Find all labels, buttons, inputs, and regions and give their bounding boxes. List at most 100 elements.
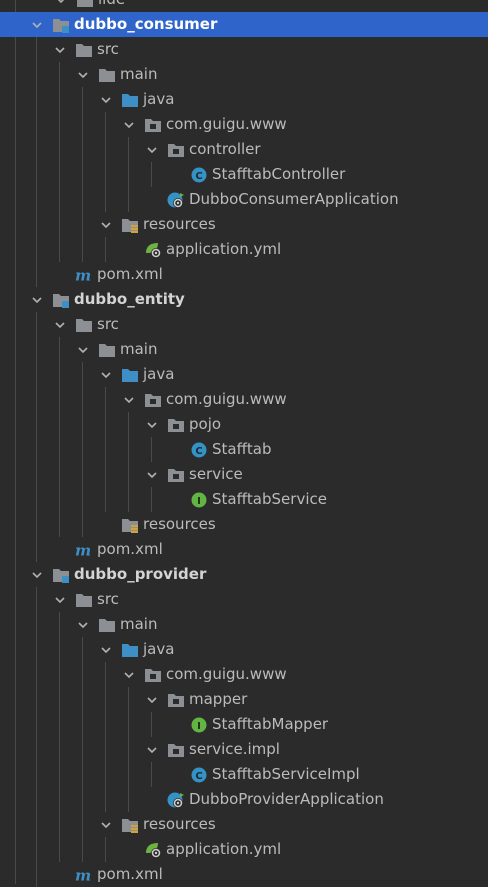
tree-row-resources[interactable]: resources: [0, 512, 488, 537]
chevron-down-icon[interactable]: [99, 212, 113, 237]
tree-row-com-guigu-www[interactable]: com.guigu.www: [0, 662, 488, 687]
svg-text:m: m: [75, 866, 91, 884]
tree-row-pojo[interactable]: pojo: [0, 412, 488, 437]
tree-row-label: com.guigu.www: [166, 665, 287, 683]
tree-guide-line: [15, 0, 16, 884]
chevron-down-icon[interactable]: [53, 587, 67, 612]
chevron-down-icon[interactable]: [145, 737, 159, 762]
tree-row-label: resources: [143, 515, 216, 533]
tree-row-label: java: [143, 90, 175, 108]
tree-row-partial: ilde: [0, 0, 488, 12]
chevron-down-icon: [54, 0, 68, 12]
package-icon: [144, 391, 162, 409]
tree-spacer: [122, 237, 136, 262]
tree-row-application-yml[interactable]: application.yml: [0, 237, 488, 262]
chevron-down-icon[interactable]: [122, 112, 136, 137]
tree-row-label: dubbo_consumer: [74, 15, 218, 33]
tree-spacer: [145, 787, 159, 812]
tree-spacer: [168, 712, 182, 737]
source-folder-icon: [121, 366, 139, 384]
tree-row-dubbo-entity[interactable]: dubbo_entity: [0, 287, 488, 312]
chevron-down-icon[interactable]: [99, 812, 113, 837]
chevron-down-icon[interactable]: [145, 137, 159, 162]
svg-text:m: m: [75, 541, 91, 559]
svg-text:I: I: [197, 496, 201, 507]
chevron-down-icon[interactable]: [53, 312, 67, 337]
folder-icon: [75, 591, 93, 609]
tree-spacer: [145, 187, 159, 212]
chevron-down-icon[interactable]: [145, 687, 159, 712]
tree-row-java[interactable]: java: [0, 362, 488, 387]
tree-row-dubboproviderapplication[interactable]: DubboProviderApplication: [0, 787, 488, 812]
tree-row-main[interactable]: main: [0, 62, 488, 87]
tree-guide-line: [105, 237, 106, 262]
tree-row-main[interactable]: main: [0, 612, 488, 637]
tree-row-mapper[interactable]: mapper: [0, 687, 488, 712]
tree-row-controller[interactable]: controller: [0, 137, 488, 162]
package-icon: [144, 666, 162, 684]
tree-row-com-guigu-www[interactable]: com.guigu.www: [0, 112, 488, 137]
tree-row-label: com.guigu.www: [166, 115, 287, 133]
tree-row-dubbo-consumer[interactable]: dubbo_consumer: [0, 12, 488, 37]
maven-icon: m: [75, 541, 93, 559]
tree-row-label: pom.xml: [97, 540, 163, 558]
tree-row-resources[interactable]: resources: [0, 212, 488, 237]
chevron-down-icon[interactable]: [53, 37, 67, 62]
tree-row-dubbo-provider[interactable]: dubbo_provider: [0, 562, 488, 587]
tree-row-service-impl[interactable]: service.impl: [0, 737, 488, 762]
chevron-down-icon[interactable]: [76, 62, 90, 87]
chevron-down-icon[interactable]: [99, 362, 113, 387]
tree-row-java[interactable]: java: [0, 637, 488, 662]
chevron-down-icon[interactable]: [30, 562, 44, 587]
tree-spacer: [168, 487, 182, 512]
tree-row-com-guigu-www[interactable]: com.guigu.www: [0, 387, 488, 412]
module-folder-icon: [52, 291, 70, 309]
tree-row-application-yml[interactable]: application.yml: [0, 837, 488, 862]
tree-spacer: [53, 537, 67, 562]
tree-row-java[interactable]: java: [0, 87, 488, 112]
chevron-down-icon[interactable]: [145, 412, 159, 437]
chevron-down-icon[interactable]: [122, 662, 136, 687]
chevron-down-icon[interactable]: [30, 12, 44, 37]
tree-row-pom-xml[interactable]: m pom.xml: [0, 537, 488, 562]
tree-row-src[interactable]: src: [0, 37, 488, 62]
chevron-down-icon[interactable]: [30, 287, 44, 312]
chevron-down-icon[interactable]: [76, 612, 90, 637]
tree-row-resources[interactable]: resources: [0, 812, 488, 837]
tree-row-dubboconsumerapplication[interactable]: DubboConsumerApplication: [0, 187, 488, 212]
chevron-down-icon[interactable]: [99, 87, 113, 112]
svg-text:C: C: [195, 446, 202, 457]
maven-icon: m: [75, 866, 93, 884]
package-icon: [167, 691, 185, 709]
resources-folder-icon: [121, 516, 139, 534]
chevron-down-icon[interactable]: [145, 462, 159, 487]
tree-row-label: service: [189, 465, 243, 483]
tree-row-service[interactable]: service: [0, 462, 488, 487]
tree-guide-line: [151, 437, 152, 462]
chevron-down-icon[interactable]: [76, 337, 90, 362]
tree-row-src[interactable]: src: [0, 587, 488, 612]
chevron-down-icon[interactable]: [99, 637, 113, 662]
chevron-down-icon[interactable]: [122, 387, 136, 412]
tree-row-label: main: [120, 65, 158, 83]
package-icon: [167, 141, 185, 159]
tree-row-label: src: [97, 40, 119, 58]
tree-row-label: src: [97, 315, 119, 333]
tree-row-label: service.impl: [189, 740, 280, 758]
svg-text:C: C: [195, 171, 202, 182]
tree-spacer: [168, 437, 182, 462]
tree-row-main[interactable]: main: [0, 337, 488, 362]
svg-text:C: C: [195, 771, 202, 782]
folder-icon: [98, 616, 116, 634]
folder-icon: [98, 66, 116, 84]
class-icon: C: [190, 766, 208, 784]
tree-row-src[interactable]: src: [0, 312, 488, 337]
